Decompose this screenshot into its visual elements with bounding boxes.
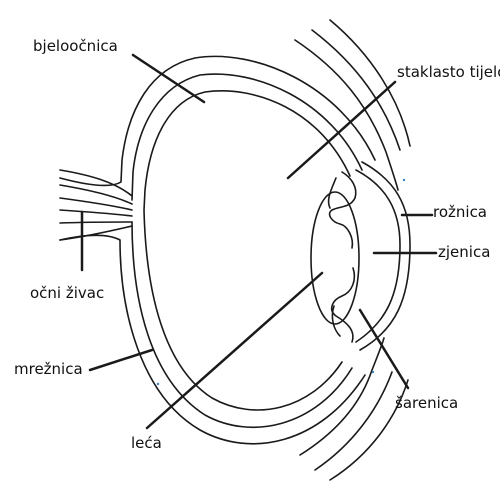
label-staklasto-tijelo: staklasto tijelo [397, 63, 500, 81]
lower-eyelid-inner [314, 371, 393, 471]
label-mreznica: mrežnica [14, 360, 83, 378]
pointer-mreznica [88, 348, 154, 372]
lens-shape [310, 191, 360, 325]
pointer-bjeloocnica [131, 53, 206, 104]
accent-dot [371, 370, 375, 374]
iris-lower [330, 267, 356, 343]
pointer-staklasto-tijelo [286, 80, 397, 180]
pointer-leca [145, 271, 324, 430]
lower-eyelid-skin [329, 379, 409, 481]
optic-nerve-fiber [59, 184, 133, 205]
label-ocni-zivac: očni živac [30, 284, 105, 302]
label-zjenica: zjenica [438, 243, 491, 261]
lower-eyelid [299, 337, 385, 456]
optic-nerve-fiber [59, 197, 133, 211]
label-leca: leća [131, 434, 162, 452]
ciliary-lower [331, 305, 341, 337]
optic-nerve-upper-line [59, 169, 133, 197]
accent-dot [402, 178, 406, 182]
optic-nerve-lower-line [59, 225, 133, 241]
sclera-outer-outline [59, 55, 376, 445]
upper-eyelid-skin [329, 19, 411, 147]
label-roznica: rožnica [433, 203, 488, 221]
sclera-inner-outline [131, 73, 363, 428]
retina-outline [143, 90, 351, 411]
label-bjeloocnica: bjeloočnica [33, 37, 118, 55]
upper-eyelid [294, 39, 399, 191]
optic-nerve-fiber [59, 209, 133, 217]
upper-eyelid-inner [311, 29, 401, 151]
label-sarenica: šarenica [395, 394, 459, 412]
accent-dot [156, 382, 160, 386]
iris-upper [328, 171, 357, 249]
ciliary-upper [327, 177, 337, 209]
pointer-sarenica [358, 308, 410, 390]
cornea-outer-outline [359, 161, 411, 351]
optic-nerve-fiber [59, 221, 133, 224]
cornea-inner-outline [355, 169, 401, 343]
